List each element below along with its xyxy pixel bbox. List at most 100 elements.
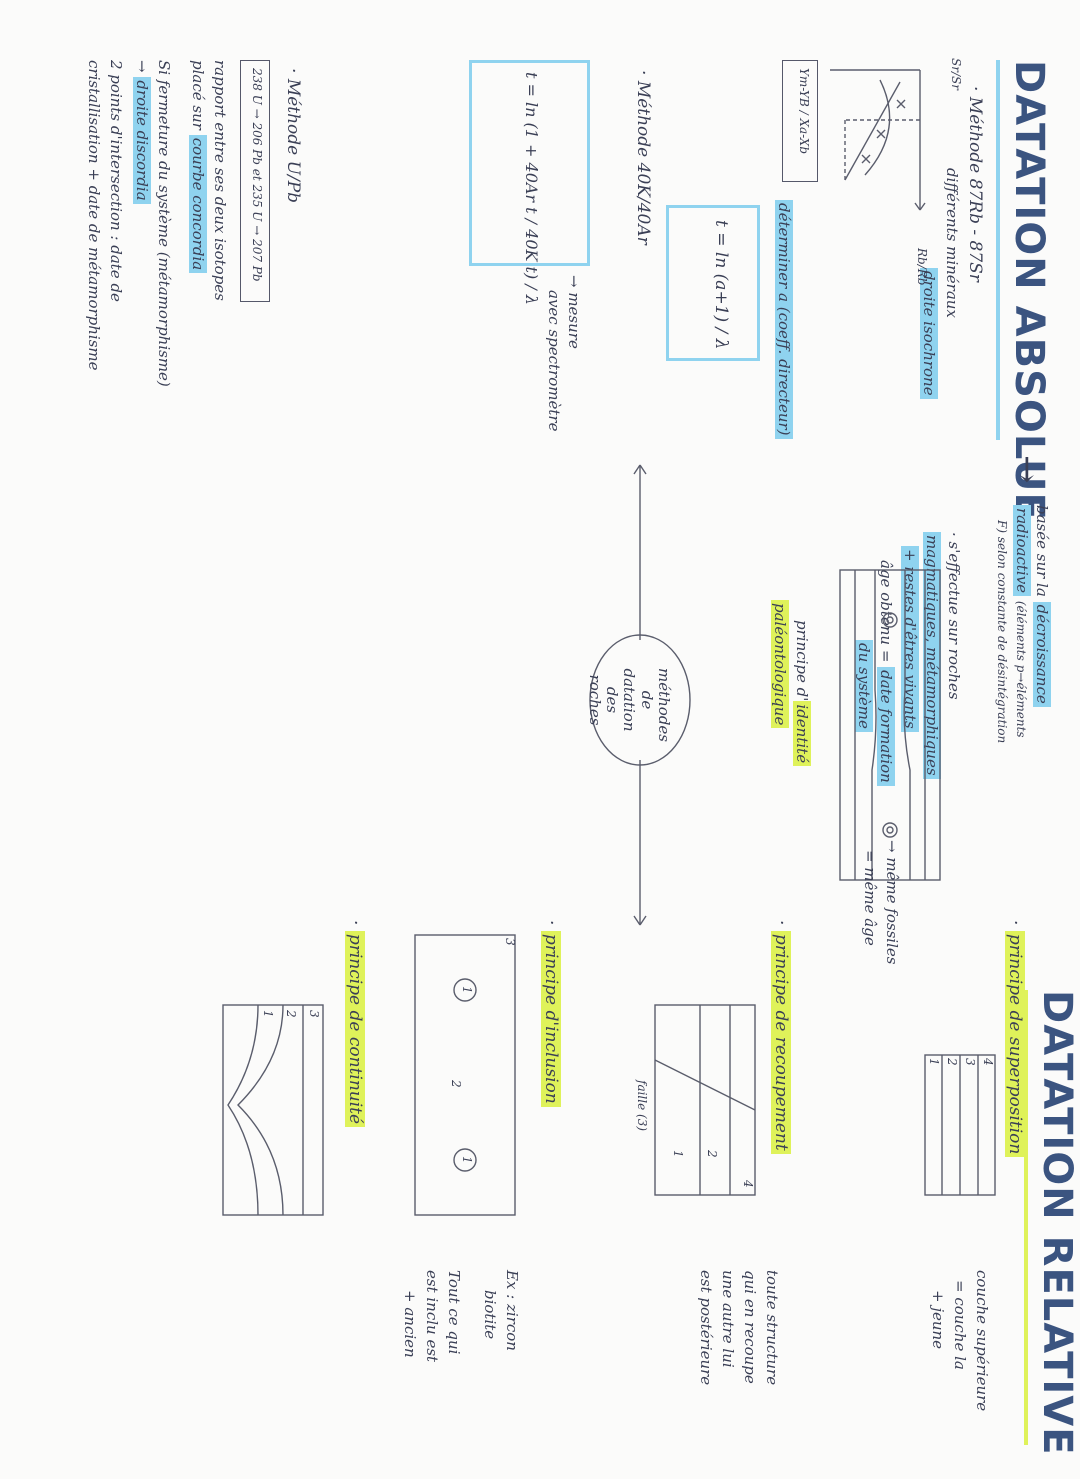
u-concordia: courbe concordia (189, 134, 207, 274)
superposition-note3: + jeune (929, 1290, 947, 1350)
k-measure1: → mesure (565, 275, 583, 349)
basis-decroissance: décroissance (1033, 601, 1051, 707)
fossils-diagram (839, 569, 941, 881)
u-title-text: Méthode U/Pb (283, 78, 303, 204)
u-discordia-hl: droite discordia (133, 77, 151, 204)
inclusion-circle-right (453, 1148, 477, 1172)
u-ratio1: rapport entre ses deux isotopes (211, 60, 229, 301)
rb-isochrone: droite isochrone (920, 268, 938, 399)
basis-line1: basée sur la décroissance (1033, 505, 1051, 707)
paleo-line: paléontologique (771, 600, 789, 729)
basis-radioactive: radioactive (1013, 505, 1031, 597)
continuity-label-2: 2 (284, 1010, 298, 1018)
graph-isochrone-line (844, 81, 901, 181)
recoupement-label-4: 4 (741, 1180, 755, 1188)
recoupement-layers (699, 1005, 731, 1195)
superposition-title: · principe de superposition (1004, 920, 1025, 1158)
fossil-icon-right (882, 822, 898, 838)
basis-line2: radioactive (éléments p→éléments (1013, 505, 1031, 738)
recoupement-label-1: 1 (671, 1150, 685, 1158)
recoupement-note4: est postérieure (697, 1270, 715, 1386)
fossils-frame (839, 569, 941, 881)
u-discordia: → droite discordia (133, 60, 151, 204)
k-formula: t = ln (1 + 40Ar t / 40K t) / λ (522, 72, 541, 305)
center-oval (589, 634, 691, 766)
superposition-note2: = couche la (951, 1280, 969, 1370)
recoupement-note1: toute structure (763, 1270, 781, 1386)
recoupement-bullet: · (771, 920, 791, 926)
u-method-title: · Méthode U/Pb (282, 68, 303, 204)
identity-line: principe d'identité (793, 620, 811, 767)
rb-bullet: · (965, 86, 985, 92)
basis-prefix: basée sur la (1033, 505, 1051, 597)
u-ratio2: placé sur courbe concordia (189, 60, 207, 274)
u-points2: cristallisation + date de métamorphisme (85, 60, 103, 371)
recoupement-frame (654, 1004, 756, 1196)
continuity-frame (222, 1004, 324, 1216)
inclusion-bullet: · (541, 920, 561, 926)
inclusion-note4: est inclu est (423, 1270, 441, 1363)
inclusion-frame (414, 934, 516, 1216)
title-absolue: DATATION ABSOLUE (1006, 60, 1052, 521)
rb-formula: t = ln (a+1) / λ (711, 220, 731, 350)
inclusion-label-1b: 1 (460, 1156, 474, 1164)
graph-axis-y-label: Sr/Sr (949, 58, 963, 90)
title-relative: DATATION RELATIVE (1034, 990, 1080, 1456)
identity-hl: identité (793, 701, 811, 767)
u-ratio2-prefix: placé sur (189, 60, 207, 130)
graph-curve (864, 79, 891, 176)
continuity-label-1: 1 (261, 1010, 275, 1018)
continuity-hl: principe de continuité (345, 930, 365, 1128)
graph-points (861, 99, 906, 164)
u-closed: Si fermeture du système (métamorphisme) (155, 60, 173, 387)
rb-coeff-hl: déterminer a (coeff. directeur) (775, 200, 793, 439)
slope-formula: Ym-YB / Xa-Xb (797, 68, 811, 154)
superposition-layer-3: 3 (963, 1058, 977, 1066)
fossils-line1: → même fossiles (883, 840, 901, 965)
center-arrow-left (633, 464, 647, 640)
fossil-icon-right-inner (886, 826, 894, 834)
superposition-layer-2: 2 (945, 1058, 959, 1066)
superposition-layers (941, 1055, 979, 1195)
basis-elements: (éléments p→éléments (1014, 600, 1028, 738)
inclusion-note2: biotite (481, 1290, 499, 1340)
recoupement-note2: qui en recoupe (741, 1270, 759, 1384)
inclusion-note5: + ancien (401, 1290, 419, 1358)
center-oval-text: méthodes de datation des roches (586, 668, 673, 742)
inclusion-title: · principe d'inclusion (540, 920, 561, 1107)
inclusion-circle-left (453, 978, 477, 1002)
title-absolue-underline (996, 60, 1000, 440)
inclusion-note1: Ex : zircon (503, 1270, 521, 1351)
continuity-layer-mid (237, 1004, 284, 1216)
fossils-line2: = même âge (861, 850, 879, 946)
title-arrow: → (1007, 455, 1047, 484)
k-title-text: Méthode 40K/40Ar (633, 80, 653, 245)
u-discordia-arrow: → (133, 60, 151, 73)
inclusion-label-3: 3 (503, 938, 517, 946)
fossils-layer-edges (854, 570, 926, 880)
recoupement-diagram (654, 1004, 756, 1196)
center-arrow-right (633, 760, 647, 926)
inclusion-label-2: 2 (449, 1080, 463, 1088)
superposition-note1: couche supérieure (973, 1270, 991, 1412)
inclusion-diagram (414, 934, 516, 1216)
basis-line3: F) selon constante de désintégration (995, 520, 1009, 744)
superposition-layer-4: 4 (981, 1058, 995, 1066)
graph-axis-x-label: Rb/Rb (915, 248, 929, 286)
u-points1: 2 points d'intersection : date de (107, 60, 125, 302)
continuity-title: · principe de continuité (344, 920, 365, 1128)
rb-coeff: déterminer a (coeff. directeur) (775, 200, 793, 439)
fossil-icon-left (882, 612, 898, 628)
superposition-bullet: · (1005, 920, 1025, 926)
isochrone-graph (830, 69, 926, 211)
recoupement-title: · principe de recoupement (770, 920, 791, 1154)
rb-isochrone-hl: droite isochrone (920, 268, 938, 399)
paleo-hl: paléontologique (771, 600, 789, 729)
u-bullet: · (283, 68, 303, 74)
rb-diff-mineraux: différents minéraux (943, 168, 961, 318)
inclusion-note3: Tout ce qui (445, 1270, 463, 1355)
superposition-hl: principe de superposition (1005, 930, 1025, 1158)
graph-axis-y-arrow (914, 202, 926, 211)
inclusion-label-1a: 1 (460, 986, 474, 994)
